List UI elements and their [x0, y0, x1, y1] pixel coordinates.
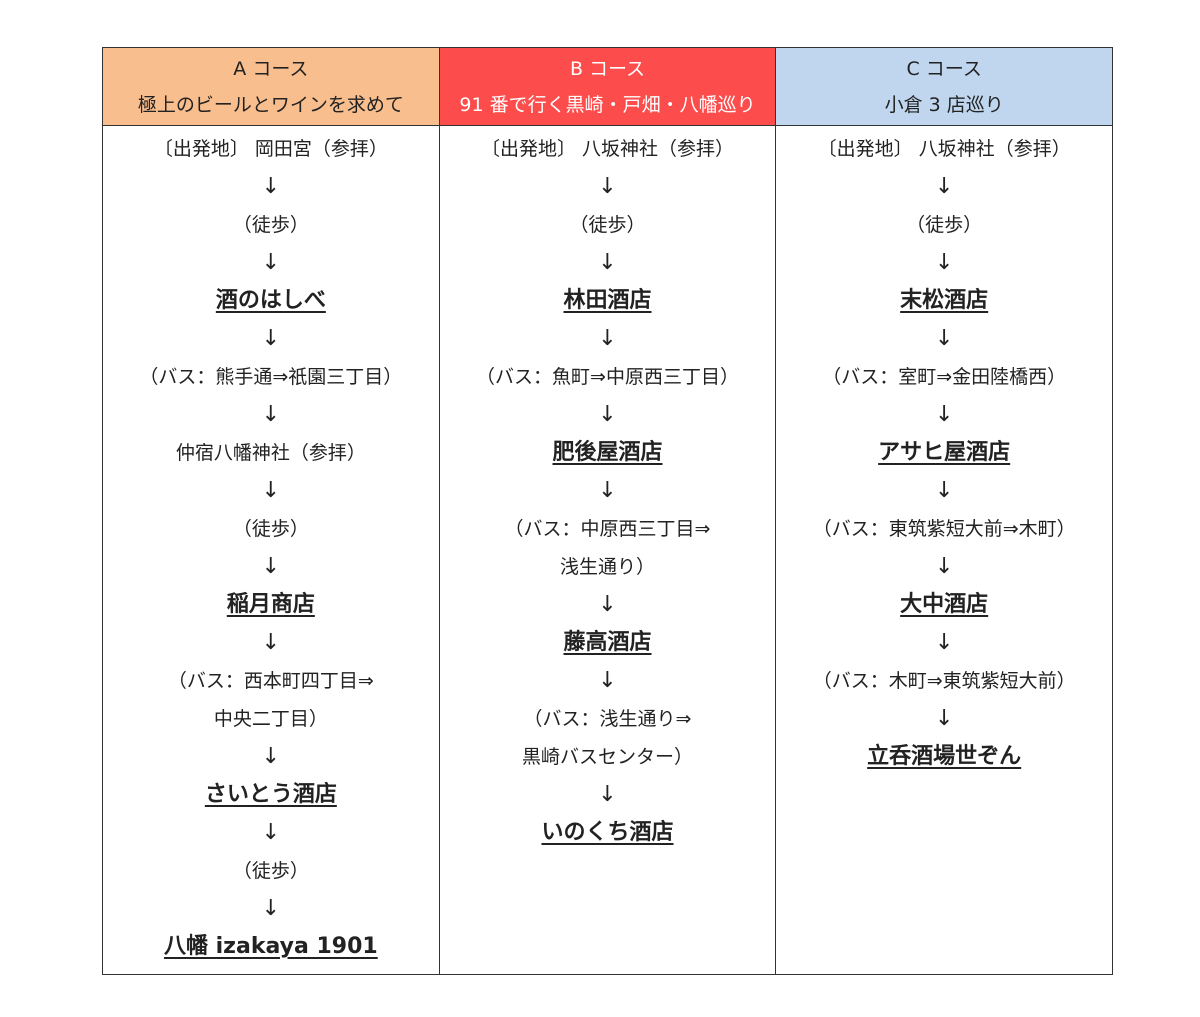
course-c-route-arrow: ↓: [934, 250, 954, 275]
course-b-route-note: 黒崎バスセンター）: [522, 746, 694, 768]
course-b-route-arrow: ↓: [598, 402, 617, 427]
course-header-row: A コース 極上のビールとワインを求めて B コース 91 番で行く黒崎・戸畑・…: [103, 48, 1113, 126]
course-c-shop-name: 立呑酒場世ぞん: [867, 744, 1022, 769]
course-b-route-note: （バス：浅生通り⇒: [523, 708, 692, 730]
course-b-route-note: （バス：魚町⇒中原西三丁目）: [476, 366, 739, 388]
course-b-route: 〔出発地〕 八坂神社（参拝） ↓ （徒歩） ↓ 林田酒店 ↓ （バス：魚町⇒中原西三丁目） ↓…: [438, 126, 776, 974]
course-c-route-arrow: ↓: [934, 174, 954, 199]
course-c-subtitle: 小倉 3 店巡り: [884, 93, 1004, 116]
course-b-route-arrow: ↓: [598, 782, 617, 807]
course-b-shop-name: いのくち酒店: [541, 820, 674, 845]
course-a-header: A コース 極上のビールとワインを求めて: [103, 48, 439, 125]
course-c-header: C コース 小倉 3 店巡り: [775, 48, 1113, 125]
course-b-route-arrow: ↓: [598, 478, 617, 503]
course-c-route-note: （バス：木町⇒東筑紫短大前）: [812, 670, 1076, 692]
course-a-route-note: （バス：西本町四丁目⇒: [167, 670, 374, 692]
course-b-header: B コース 91 番で行く黒崎・戸畑・八幡巡り: [438, 48, 776, 125]
course-c-route-arrow: ↓: [934, 326, 954, 351]
course-a-route: 〔出発地〕 岡田宮（参拝） ↓ （徒歩） ↓ 酒のはしべ ↓ （バス：熊手通⇒祇園三丁目） ↓…: [103, 126, 439, 974]
course-b-route-arrow: ↓: [598, 326, 617, 351]
course-a-subtitle: 極上のビールとワインを求めて: [137, 93, 404, 116]
course-b-route-arrow: ↓: [598, 668, 617, 693]
course-a-route-arrow: ↓: [261, 630, 281, 655]
course-c-route-note: （バス：室町⇒金田陸橋西）: [822, 366, 1067, 388]
course-a-route-note: 仲宿八幡神社（参拝）: [175, 442, 366, 464]
course-a-route-note: 中央二丁目）: [213, 708, 328, 730]
course-c-shop-name: 末松酒店: [900, 288, 989, 313]
course-b-route-arrow: ↓: [598, 592, 617, 617]
course-c-route-note: （バス：東筑紫短大前⇒木町）: [812, 518, 1076, 540]
course-c-route-note: （徒歩）: [906, 214, 983, 236]
course-c-route-arrow: ↓: [934, 706, 954, 731]
course-body-row: 〔出発地〕 岡田宮（参拝） ↓ （徒歩） ↓ 酒のはしべ ↓ （バス：熊手通⇒祇園三丁目） ↓…: [103, 126, 1112, 974]
course-b-route-note: （バス：中原西三丁目⇒: [504, 518, 711, 540]
course-a-shop-name: 稲月商店: [226, 592, 315, 617]
course-a-shop-name: さいとう酒店: [204, 782, 337, 807]
course-c-title: C コース: [906, 57, 982, 80]
course-a-route-arrow: ↓: [261, 326, 281, 351]
course-a-route-note: （バス：熊手通⇒祇園三丁目）: [139, 366, 403, 388]
course-b-route-note: 浅生通り）: [560, 556, 656, 578]
course-a-shop-name: 酒のはしべ: [215, 288, 326, 313]
course-b-route-note: 〔出発地〕 八坂神社（参拝）: [480, 138, 735, 160]
course-a-title: A コース: [233, 57, 309, 80]
course-b-shop-name: 林田酒店: [563, 288, 652, 313]
course-a-route-arrow: ↓: [261, 478, 281, 503]
course-c-shop-name: 大中酒店: [900, 592, 989, 617]
course-a-route-arrow: ↓: [261, 174, 281, 199]
course-c-route-note: 〔出発地〕 八坂神社（参拝）: [817, 138, 1071, 160]
course-b-route-note: （徒歩）: [569, 214, 646, 236]
course-a-route-arrow: ↓: [261, 744, 281, 769]
course-c-route-arrow: ↓: [934, 402, 954, 427]
course-c-route: 〔出発地〕 八坂神社（参拝） ↓ （徒歩） ↓ 末松酒店 ↓ （バス：室町⇒金田陸橋西） ↓ ア…: [775, 126, 1112, 974]
course-a-route-note: （徒歩）: [232, 860, 309, 882]
course-a-route-note: 〔出発地〕 岡田宮（参拝）: [153, 138, 388, 160]
course-b-shop-name: 藤高酒店: [563, 630, 652, 655]
course-a-route-arrow: ↓: [261, 554, 281, 579]
course-c-shop-name: アサヒ屋酒店: [878, 440, 1011, 465]
course-a-route-arrow: ↓: [261, 896, 281, 921]
course-b-route-arrow: ↓: [598, 250, 617, 275]
course-table: A コース 極上のビールとワインを求めて B コース 91 番で行く黒崎・戸畑・…: [102, 47, 1113, 975]
course-c-route-arrow: ↓: [934, 554, 954, 579]
course-a-route-arrow: ↓: [261, 820, 281, 845]
course-a-route-arrow: ↓: [261, 250, 281, 275]
course-a-route-note: （徒歩）: [232, 214, 309, 236]
course-c-route-arrow: ↓: [934, 478, 954, 503]
course-b-shop-name: 肥後屋酒店: [552, 440, 663, 465]
course-c-route-arrow: ↓: [934, 630, 954, 655]
course-a-shop-name: 八幡 izakaya 1901: [163, 934, 378, 959]
course-a-route-arrow: ↓: [261, 402, 281, 427]
course-b-route-arrow: ↓: [598, 174, 617, 199]
course-a-route-note: （徒歩）: [232, 518, 309, 540]
course-b-title: B コース: [569, 57, 646, 80]
course-b-subtitle: 91 番で行く黒崎・戸畑・八幡巡り: [459, 93, 756, 116]
